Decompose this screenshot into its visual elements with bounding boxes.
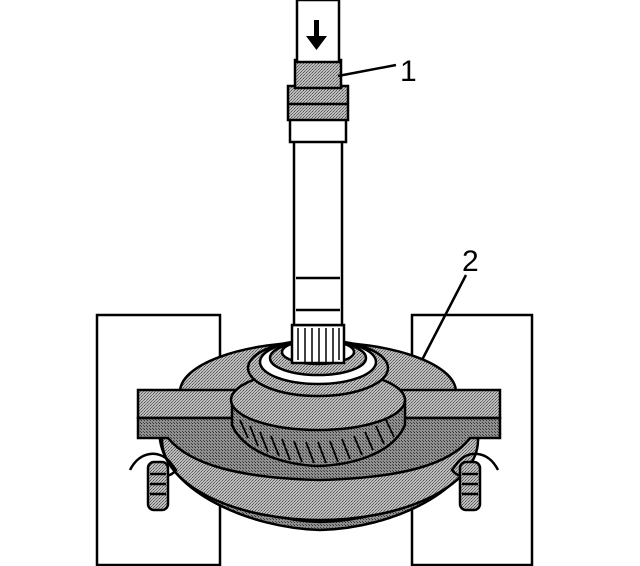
- callout-label-2: 2: [462, 245, 479, 278]
- leader-line-2: [420, 274, 468, 361]
- downward-arrow-icon: [306, 20, 327, 50]
- gear-teeth: [239, 419, 395, 464]
- left-bolt: [128, 452, 178, 512]
- right-bolt: [450, 452, 500, 512]
- leader-lines: [337, 63, 468, 361]
- shaft: [286, 0, 350, 365]
- leader-line-1: [337, 63, 397, 78]
- callout-label-1: 1: [400, 55, 417, 88]
